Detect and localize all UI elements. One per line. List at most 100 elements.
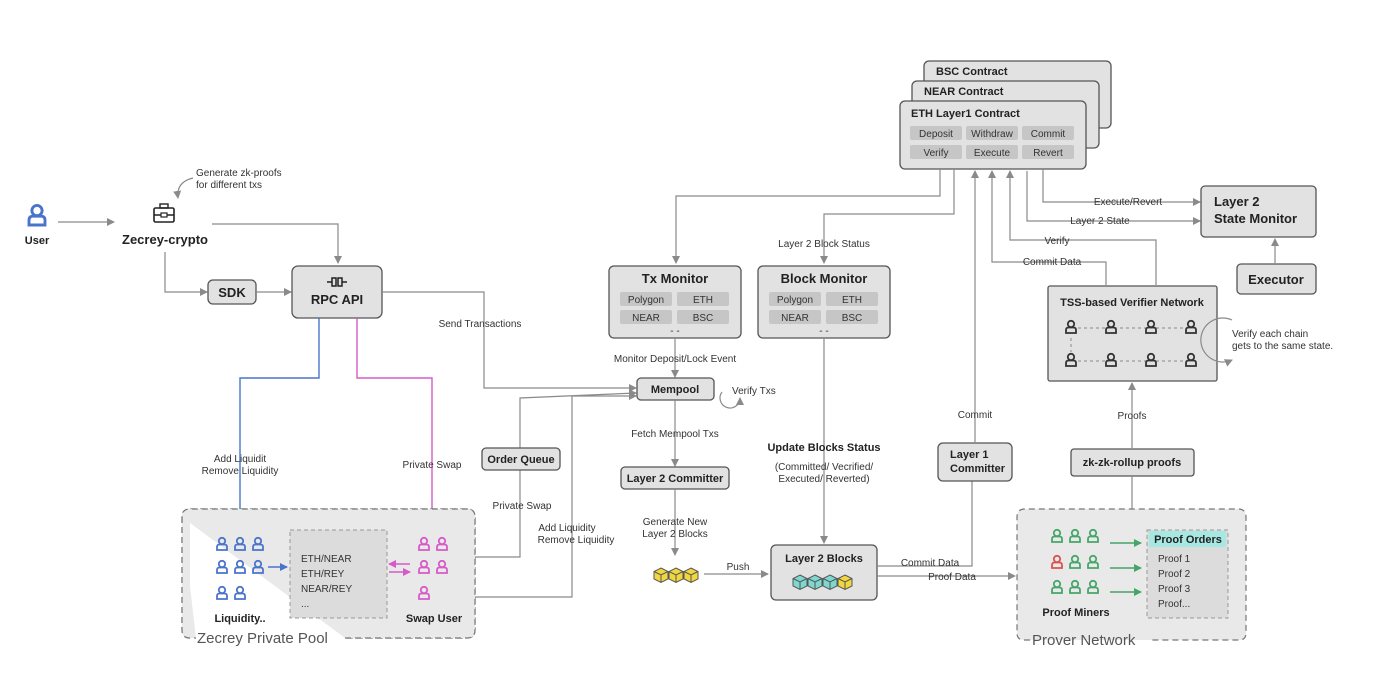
block-monitor-box: Block Monitor Polygon ETH NEAR BSC - - [757,265,891,339]
add-liquidity-label: Add Liquidit [214,454,266,465]
swap-user-label: Swap User [406,613,463,625]
rpc-api-label: RPC API [311,292,363,307]
order-queue-box: Order Queue [481,447,561,471]
remove-liquidity-label: Remove Liquidity [202,466,279,477]
block-chain-more: - - [819,326,828,337]
order-queue-private-swap: Private Swap [493,501,552,512]
tx-monitor-title: Tx Monitor [642,271,708,286]
private-swap-label: Private Swap [403,460,462,471]
pair-1: ETH/REY [301,569,345,580]
rpc-api-box: RPC API [291,265,383,319]
plug-icon [327,277,347,287]
proof-order-3: Proof... [1158,599,1190,610]
proofs-label: Proofs [1118,411,1147,422]
layer2-block-status-label: Layer 2 Block Status [778,239,870,250]
private-pool-title: Zecrey Private Pool [197,630,328,647]
update-status-line1: (Committed/ Vecrified/ [775,462,874,473]
tss-verifier-box: TSS-based Verifier Network [1047,285,1218,382]
tx-chain-3: BSC [693,313,714,324]
generate-blocks-2: Layer 2 Blocks [642,529,708,540]
sdk-label: SDK [218,285,246,300]
eth-contract-card: ETH Layer1 Contract Deposit Withdraw Com… [899,100,1087,170]
execute-button: Execute [974,148,1011,159]
tx-chain-0: Polygon [628,295,664,306]
layer2-committer-label: Layer 2 Committer [627,473,724,485]
tss-note-2: gets to the same state. [1232,341,1333,352]
layer2-committer-box: Layer 2 Committer [620,466,730,490]
commit-button: Commit [1031,129,1066,140]
cube-icon [653,567,699,583]
tx-monitor-box: Tx Monitor Polygon ETH NEAR BSC - - [608,265,742,339]
zecrey-crypto-label: Zecrey-crypto [122,232,208,247]
user-node: User [25,204,50,247]
zk-rollup-label: zk-zk-rollup proofs [1083,457,1181,469]
mempool-label: Mempool [651,384,699,396]
generate-blocks-1: Generate New [643,517,708,528]
zk-rollup-box: zk-zk-rollup proofs [1070,448,1195,477]
tss-note-1: Verify each chain [1232,329,1308,340]
proof-miners-label: Proof Miners [1042,607,1109,619]
update-status-title: Update Blocks Status [767,442,880,454]
zk-proof-note-line1: Generate zk-proofs [196,168,282,179]
state-monitor-1: Layer 2 [1214,194,1260,209]
layer1-committer-2: Committer [950,463,1006,475]
order-queue-label: Order Queue [487,454,554,466]
block-chain-1: ETH [842,295,862,306]
update-status-line2: Executed/ Reverted) [778,474,869,485]
executor-label: Executor [1248,272,1304,287]
proof-orders-title: Proof Orders [1154,534,1222,546]
push-label: Push [727,562,750,573]
block-monitor-title: Block Monitor [781,271,868,286]
commit-data-label: Commit Data [901,558,960,569]
verify-txs-label: Verify Txs [732,386,776,397]
zk-proof-note-line2: for different txs [196,180,262,191]
executor-box: Executor [1236,263,1317,295]
commit-data-top-label: Commit Data [1023,257,1082,268]
toolbox-icon [153,203,175,223]
layer2-state-label: Layer 2 State [1070,216,1130,227]
prover-network: Prover Network Proof Miners Proof Orders… [1016,508,1247,649]
tx-chain-2: NEAR [632,313,660,324]
liquidity-label: Liquidity.. [214,613,265,625]
bsc-contract-label: BSC Contract [936,66,1008,78]
send-transactions-label: Send Transactions [439,319,522,330]
loop-arrow-icon [719,391,744,409]
revert-button: Revert [1033,148,1063,159]
near-contract-label: NEAR Contract [924,86,1004,98]
add-liquidity-right-1: Add Liquidity [538,523,595,534]
proof-order-1: Proof 2 [1158,569,1191,580]
proof-data-label: Proof Data [928,572,976,583]
block-chain-3: BSC [842,313,863,324]
fetch-mempool-label: Fetch Mempool Txs [631,429,719,440]
tx-chain-more: - - [670,326,679,337]
pair-2: NEAR/REY [301,584,352,595]
commit-label: Commit [958,410,993,421]
zecrey-private-pool: Zecrey Private Pool Liquidity.. ETH/NEAR… [181,508,476,647]
verify-button: Verify [923,148,948,159]
tss-title: TSS-based Verifier Network [1060,297,1205,309]
pair-0: ETH/NEAR [301,554,352,565]
layer1-committer-box: Layer 1 Committer [937,442,1013,482]
layer2-blocks-label: Layer 2 Blocks [785,553,863,565]
block-chain-0: Polygon [777,295,813,306]
monitor-event-label: Monitor Deposit/Lock Event [614,354,737,365]
sdk-box: SDK [207,279,257,305]
tx-chain-1: ETH [693,295,713,306]
prover-network-title: Prover Network [1032,632,1136,649]
proof-order-2: Proof 3 [1158,584,1191,595]
add-liquidity-right-2: Remove Liquidity [538,535,615,546]
verify-label: Verify [1044,236,1069,247]
block-chain-2: NEAR [781,313,809,324]
layer2-blocks-box: Layer 2 Blocks [770,544,878,601]
proof-order-0: Proof 1 [1158,554,1191,565]
user-label: User [25,235,50,247]
mempool-box: Mempool [636,377,715,401]
state-monitor-2: State Monitor [1214,211,1297,226]
execute-revert-label: Execute/Revert [1094,197,1163,208]
pair-3: ... [301,599,309,610]
withdraw-button: Withdraw [971,129,1013,140]
layer1-committer-1: Layer 1 [950,449,989,461]
state-monitor-box: Layer 2 State Monitor [1200,185,1317,238]
deposit-button: Deposit [919,129,953,140]
